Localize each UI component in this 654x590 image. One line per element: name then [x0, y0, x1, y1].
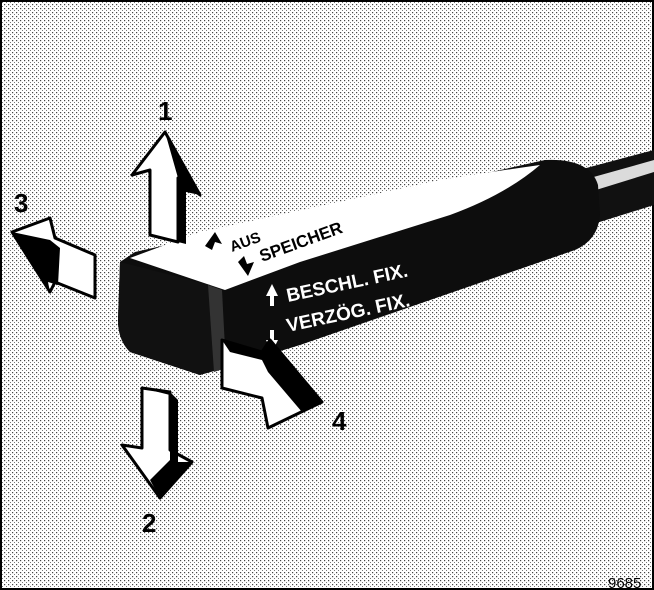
label-2: 2 [142, 508, 156, 538]
arrow-2-down [120, 386, 194, 500]
lever-shaft-highlight [590, 160, 654, 190]
lever-body [118, 159, 600, 375]
arrow-4-forward [220, 338, 324, 430]
lever-end-cap [118, 262, 215, 375]
arrow-1-up [130, 130, 202, 244]
label-1: 1 [158, 96, 172, 126]
label-4: 4 [332, 406, 347, 436]
figure-number: 9685 [608, 575, 641, 590]
beschl-up-small-arrow [266, 284, 278, 306]
label-3: 3 [14, 188, 28, 218]
aus-up-small-arrow [205, 232, 222, 250]
speicher-down-small-arrow [238, 256, 254, 276]
lever-top-face [130, 165, 540, 290]
arrow-3-left [10, 216, 97, 300]
